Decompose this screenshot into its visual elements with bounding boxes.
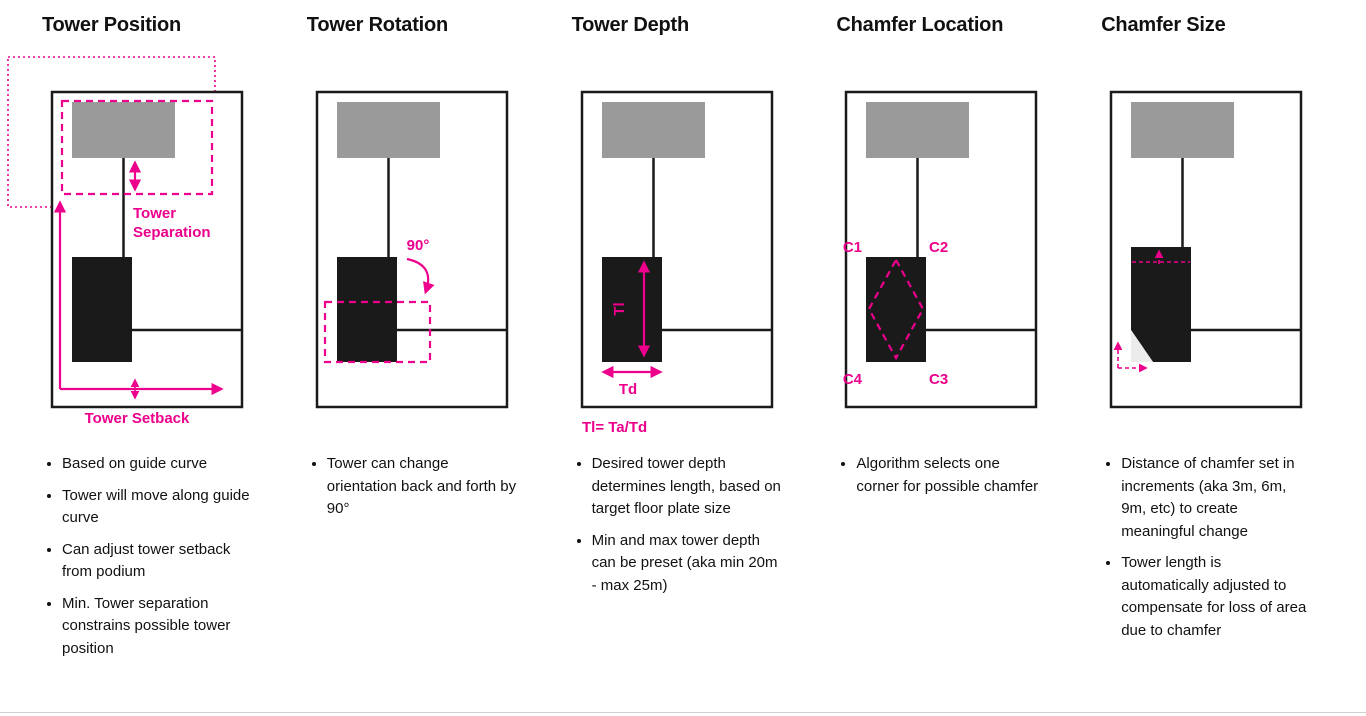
bottom-divider [0, 712, 1366, 713]
podium-block [72, 102, 175, 158]
diagram-chamfer-size [1109, 90, 1303, 409]
podium-block [601, 102, 705, 158]
tower-separation-label-line1: Tower [133, 205, 176, 222]
corner-label-c4: C4 [843, 371, 863, 388]
bullet-item: Based on guide curve [62, 453, 252, 476]
tower-block [72, 257, 132, 362]
diagram-tower-position: Tower Separation Tower Setback [7, 56, 244, 427]
chamfer-options-dashed-diamond [868, 257, 925, 361]
column-chamfer-size: Chamfer Size Distance of chamfer set in … [1101, 14, 1340, 669]
rotation-angle-label: 90° [406, 237, 429, 254]
column-tower-rotation: Tower Rotation 90° Tower can change orie… [307, 14, 546, 669]
bullet-item: Distance of chamfer set in increments (a… [1121, 453, 1311, 543]
podium-block [336, 102, 440, 158]
bullet-item: Algorithm selects one corner for possibl… [856, 453, 1046, 498]
diagram-chamfer-location: C1 C2 C3 C4 [843, 90, 1038, 409]
diagram-board: Tower Position Tower Separation Tower Se… [0, 0, 1366, 669]
corner-label-c3: C3 [929, 371, 948, 388]
tower-separation-label-line2: Separation [133, 224, 211, 241]
bullet-item: Tower will move along guide curve [62, 485, 252, 530]
column-title: Tower Depth [571, 14, 690, 36]
corner-label-c2: C2 [929, 239, 948, 256]
tower-block [601, 257, 662, 362]
bullet-list: Algorithm selects one corner for possibl… [836, 453, 1075, 498]
tower-block-chamfered [1131, 247, 1192, 362]
bullet-item: Min. Tower separation constrains possibl… [62, 593, 252, 661]
tower-length-label: Tl [611, 302, 628, 315]
column-title: Chamfer Location [836, 14, 1004, 36]
tower-block [336, 257, 397, 362]
bullet-item: Tower can change orientation back and fo… [327, 453, 517, 521]
bullet-item: Min and max tower depth can be preset (a… [592, 530, 782, 598]
depth-formula: Tl= Ta/Td [582, 419, 647, 436]
corner-label-c1: C1 [843, 239, 862, 256]
tower-depth-label: Td [618, 381, 636, 398]
rotated-tower-dashed-outline [323, 300, 431, 364]
bullet-list: Distance of chamfer set in increments (a… [1101, 453, 1340, 642]
bullet-item: Tower length is automatically adjusted t… [1121, 552, 1311, 642]
bullet-item: Desired tower depth determines length, b… [592, 453, 782, 521]
rotation-arc-arrow [406, 257, 435, 295]
column-title: Tower Position [42, 14, 182, 36]
diagram-tower-rotation: 90° [315, 90, 509, 409]
bullet-list: Desired tower depth determines length, b… [572, 453, 811, 597]
bullet-item: Can adjust tower setback from podium [62, 539, 252, 584]
podium-dashed-outline [60, 99, 214, 196]
column-tower-position: Tower Position Tower Separation Tower Se… [7, 14, 281, 669]
column-chamfer-location: Chamfer Location C1 C2 C3 C4 Algorithm s… [836, 14, 1075, 669]
column-title: Chamfer Size [1101, 14, 1226, 36]
column-title: Tower Rotation [306, 14, 449, 36]
bullet-list: Tower can change orientation back and fo… [307, 453, 546, 521]
tower-setback-label: Tower Setback [85, 410, 190, 427]
bullet-list: Based on guide curve Tower will move alo… [42, 453, 281, 660]
podium-block [1131, 102, 1235, 158]
diagram-tower-depth: Tl Td Tl= Ta/Td [580, 90, 773, 436]
podium-block [866, 102, 970, 158]
chamfer-cut-face [1131, 330, 1154, 362]
tower-block [866, 257, 927, 362]
column-tower-depth: Tower Depth Tl Td Tl= Ta/Td Desired towe… [572, 14, 811, 669]
